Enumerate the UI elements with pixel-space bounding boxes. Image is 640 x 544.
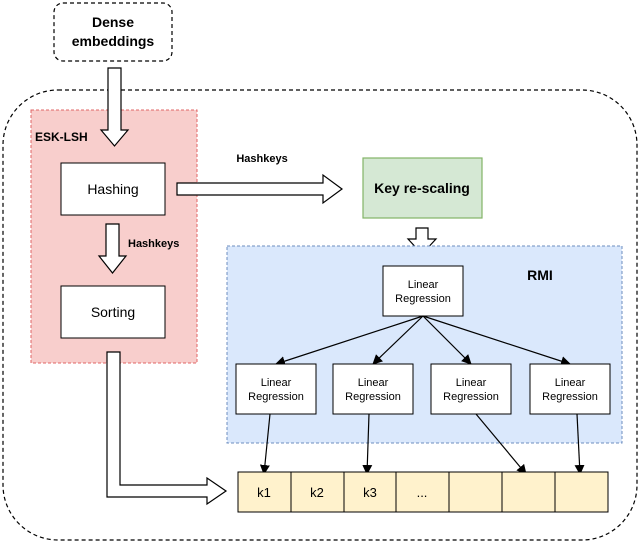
esk-lsh-label: ESK-LSH (35, 130, 88, 144)
hashing-box (60, 162, 166, 216)
key-cell-3-label: k3 (363, 485, 377, 500)
key-rescaling-label: Key re-scaling (374, 180, 470, 196)
rmi-leaf-1-line1: Linear (261, 377, 292, 389)
key-cell-2 (290, 471, 345, 513)
rmi-leaf-3-line1: Linear (456, 377, 487, 389)
rmi-root-model (382, 265, 464, 317)
key-cell-1 (237, 471, 292, 513)
outer-container (2, 89, 638, 541)
leaf-1-to-k1-arrow (259, 413, 271, 475)
key-cell-6 (501, 471, 556, 513)
rmi-root-line2: Regression (395, 293, 451, 305)
hashing-label: Hashing (87, 181, 138, 197)
sorting-label: Sorting (91, 304, 135, 320)
root-to-leaf-3-arrow (422, 315, 472, 365)
sorting-to-keys-arrow (106, 351, 228, 506)
rmi-leaf-4-line2: Regression (542, 391, 598, 403)
root-to-leaf-1-arrow (275, 315, 424, 366)
input-hollow-arrow (99, 67, 130, 147)
rmi-leaf-4-line1: Linear (555, 377, 586, 389)
rmi-leaf-1-line2: Regression (248, 391, 304, 403)
rmi-leaf-model-1 (235, 363, 317, 415)
key-cell-1-label: k1 (257, 485, 271, 500)
hashing-to-rescale-arrow (176, 173, 344, 205)
hashkeys-vertical-label: Hashkeys (128, 238, 179, 250)
dense-embeddings-line2: embeddings (72, 33, 155, 49)
key-rescaling-box (362, 157, 483, 219)
dense-embeddings-box (53, 2, 173, 62)
key-cell-2-label: k2 (310, 485, 324, 500)
rmi-root-line1: Linear (408, 279, 439, 291)
dense-embeddings-line1: Dense (92, 14, 134, 30)
leaf-2-to-k3-arrow (362, 413, 373, 475)
key-cell-7 (554, 471, 609, 513)
root-to-leaf-4-arrow (422, 315, 571, 366)
rmi-leaf-model-2 (332, 363, 414, 415)
hashkeys-horizontal-label: Hashkeys (236, 153, 287, 165)
key-cell-4-label: ... (417, 485, 428, 500)
rmi-leaf-model-4 (529, 363, 611, 415)
rmi-leaf-3-line2: Regression (443, 391, 499, 403)
rmi-leaf-2-line1: Linear (358, 377, 389, 389)
rmi-label: RMI (527, 267, 553, 283)
key-cell-4 (395, 471, 450, 513)
hashing-to-sorting-arrow (97, 223, 128, 274)
rmi-leaf-model-3 (430, 363, 512, 415)
key-cell-5 (448, 471, 503, 513)
root-to-leaf-2-arrow (372, 315, 424, 365)
rmi-leaf-2-line2: Regression (345, 391, 401, 403)
leaf-4-to-cell-arrow (574, 413, 585, 475)
leaf-3-to-cell-arrow (475, 413, 527, 475)
sorting-box (60, 285, 166, 339)
key-array: k1 k2 k3 ... (237, 471, 609, 513)
